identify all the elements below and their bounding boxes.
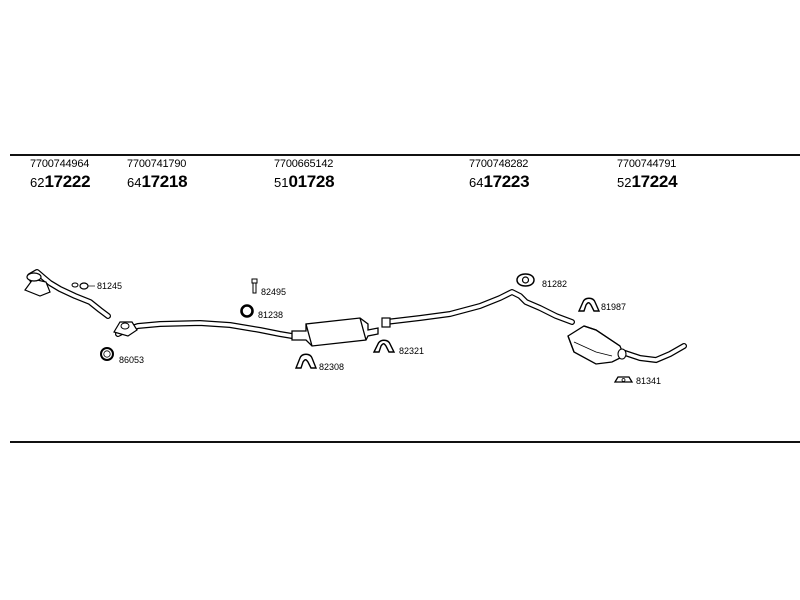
ring-86053: 86053 xyxy=(100,347,144,365)
callout-82495: 82495 xyxy=(261,287,286,297)
clamp-82321: 82321 xyxy=(372,339,424,356)
part-header-1: 7700744964 6217222 xyxy=(30,158,91,191)
part-number: 17224 xyxy=(631,172,678,191)
front-pipe xyxy=(24,269,111,319)
intermediate-pipe xyxy=(113,320,295,339)
part-number: 01728 xyxy=(288,172,335,191)
ring-81238: 81238 xyxy=(240,304,283,320)
part-prefix: 51 xyxy=(274,175,289,190)
part-code: 5217224 xyxy=(617,172,678,191)
part-code: 5101728 xyxy=(274,172,335,191)
part-header-5: 7700744791 5217224 xyxy=(617,158,678,191)
callout-81341: 81341 xyxy=(636,376,661,386)
clamp-81987: 81987 xyxy=(577,297,626,312)
part-code: 6417218 xyxy=(127,172,188,191)
bottom-divider-line xyxy=(10,441,800,443)
callout-81245: 81245 xyxy=(97,281,122,291)
part-header-2: 7700741790 6417218 xyxy=(127,158,188,191)
oem-number: 7700741790 xyxy=(127,158,187,170)
oem-number: 7700665142 xyxy=(274,158,334,170)
rear-intermediate-pipe xyxy=(381,289,575,328)
part-prefix: 52 xyxy=(617,175,632,190)
part-prefix: 64 xyxy=(127,175,142,190)
part-number: 17223 xyxy=(483,172,530,191)
part-prefix: 62 xyxy=(30,175,45,190)
rear-silencer xyxy=(567,325,687,365)
callout-82321: 82321 xyxy=(399,346,424,356)
gasket-81245: 81245 xyxy=(79,281,122,291)
part-header-4: 7700748282 6417223 xyxy=(469,158,530,191)
hanger-81341: 81341 xyxy=(613,376,661,386)
part-prefix: 64 xyxy=(469,175,484,190)
oem-number: 7700748282 xyxy=(469,158,529,170)
callout-81238: 81238 xyxy=(258,310,283,320)
part-header-3: 7700665142 5101728 xyxy=(274,158,335,191)
callout-81987: 81987 xyxy=(601,302,626,312)
part-number: 17218 xyxy=(141,172,188,191)
callout-86053: 86053 xyxy=(119,355,144,365)
oem-number: 7700744791 xyxy=(617,158,677,170)
part-code: 6217222 xyxy=(30,172,91,191)
mount-81282: 81282 xyxy=(516,273,567,289)
centre-silencer xyxy=(291,317,379,347)
oem-number: 7700744964 xyxy=(30,158,90,170)
clamp-82308: 82308 xyxy=(294,353,344,372)
part-code: 6417223 xyxy=(469,172,530,191)
top-divider-line xyxy=(10,154,800,156)
part-number: 17222 xyxy=(44,172,91,191)
bolt-82495: 82495 xyxy=(251,278,286,297)
callout-81282: 81282 xyxy=(542,279,567,289)
callout-82308: 82308 xyxy=(319,362,344,372)
